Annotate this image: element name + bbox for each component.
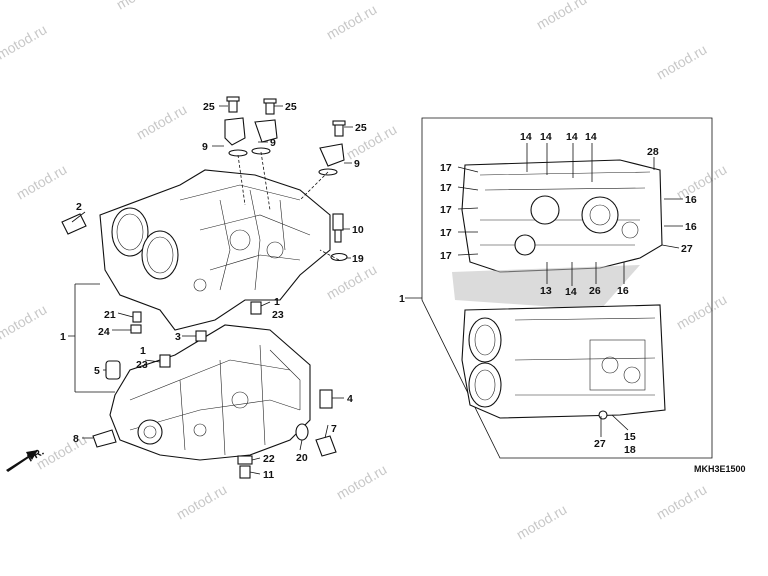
callout-14: 14 <box>565 286 577 298</box>
callout-19: 19 <box>352 253 364 265</box>
callout-2: 2 <box>76 201 82 213</box>
watermark: motod.ru <box>324 261 380 302</box>
callout-18: 18 <box>624 444 636 456</box>
watermark: motod.ru <box>674 161 730 202</box>
watermark: motod.ru <box>654 41 710 82</box>
callout-15: 15 <box>624 431 636 443</box>
callout-20: 20 <box>296 452 308 464</box>
callout-4: 4 <box>347 393 353 405</box>
callout-17: 17 <box>440 182 452 194</box>
diagram-code: MKH3E1500 <box>694 464 746 474</box>
watermark: motod.ru <box>0 21 49 62</box>
callout-14: 14 <box>566 131 578 143</box>
callout-labels: 25 25 25 9 9 9 2 10 19 1 23 1 21 24 3 1 … <box>60 101 746 481</box>
callout-23: 23 <box>136 359 148 371</box>
watermark: motod.ru <box>514 501 570 542</box>
callout-28: 28 <box>647 146 659 158</box>
callout-7: 7 <box>331 423 337 435</box>
callout-25: 25 <box>203 101 215 113</box>
callout-17: 17 <box>440 250 452 262</box>
watermark: motod.ru <box>174 481 230 522</box>
callout-3: 3 <box>175 331 181 343</box>
callout-17: 17 <box>440 162 452 174</box>
watermark: motod.ru <box>674 291 730 332</box>
callout-24: 24 <box>98 326 110 338</box>
callout-14: 14 <box>520 131 532 143</box>
watermark: motod.ru <box>324 1 380 42</box>
callout-9: 9 <box>354 158 360 170</box>
callout-22: 22 <box>263 453 275 465</box>
callout-5: 5 <box>94 365 100 377</box>
callout-9: 9 <box>270 137 276 149</box>
watermark: motod.ru <box>534 0 590 33</box>
callout-16: 16 <box>685 221 697 233</box>
callout-11: 11 <box>263 469 274 481</box>
leader-lines-right <box>457 143 683 437</box>
callout-1: 1 <box>140 345 146 357</box>
assembled-view <box>405 117 713 459</box>
callout-16: 16 <box>617 285 629 297</box>
callout-13: 13 <box>540 285 552 297</box>
callout-26: 26 <box>589 285 601 297</box>
callout-16: 16 <box>685 194 697 206</box>
callout-10: 10 <box>352 224 364 236</box>
callout-17: 17 <box>440 204 452 216</box>
leader-lines-left <box>68 105 353 475</box>
callout-25: 25 <box>355 122 367 134</box>
callout-21: 21 <box>104 309 116 321</box>
watermark: motod.ru <box>334 461 390 502</box>
watermark: motod.ru <box>114 0 170 13</box>
callout-27: 27 <box>594 438 606 450</box>
callout-14: 14 <box>585 131 597 143</box>
callout-17: 17 <box>440 227 452 239</box>
callout-1: 1 <box>60 331 66 343</box>
watermark: motod.ru <box>654 481 710 522</box>
callout-9: 9 <box>202 141 208 153</box>
callout-14: 14 <box>540 131 552 143</box>
callout-25: 25 <box>285 101 297 113</box>
callout-8: 8 <box>73 433 79 445</box>
callout-1: 1 <box>274 296 280 308</box>
callout-23: 23 <box>272 309 284 321</box>
callout-1: 1 <box>399 293 405 305</box>
upper-crankcase <box>99 169 331 331</box>
watermark: motod.ru <box>134 101 190 142</box>
watermark: motod.ru <box>14 161 70 202</box>
callout-27: 27 <box>681 243 693 255</box>
watermark: motod.ru <box>0 301 49 342</box>
